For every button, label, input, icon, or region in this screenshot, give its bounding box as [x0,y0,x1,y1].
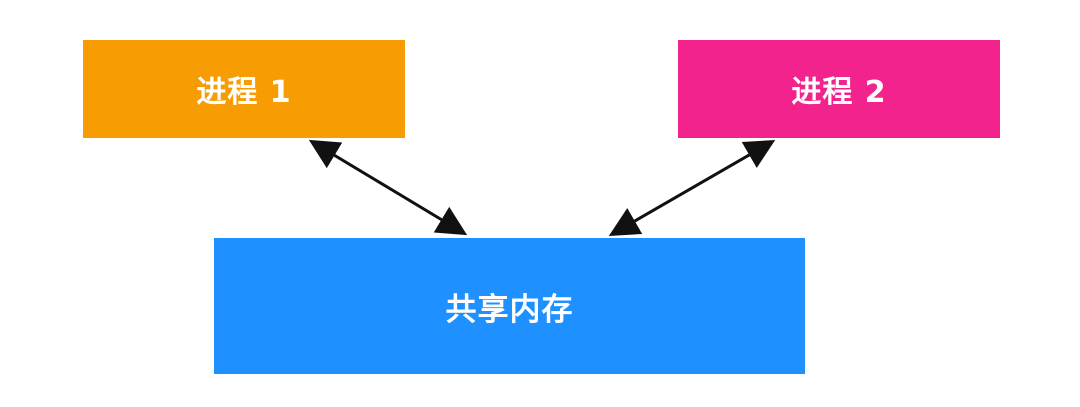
process-1-box: 进程 1 [83,40,405,138]
process-2-box: 进程 2 [678,40,1000,138]
shared-memory-box: 共享内存 [214,238,805,374]
shared-memory-label: 共享内存 [445,291,574,328]
process-2-label: 进程 2 [791,75,887,110]
arrow-process-1-shared-memory [308,139,468,236]
arrow-process-2-shared-memory [608,140,776,236]
process-1-label: 进程 1 [196,75,292,110]
